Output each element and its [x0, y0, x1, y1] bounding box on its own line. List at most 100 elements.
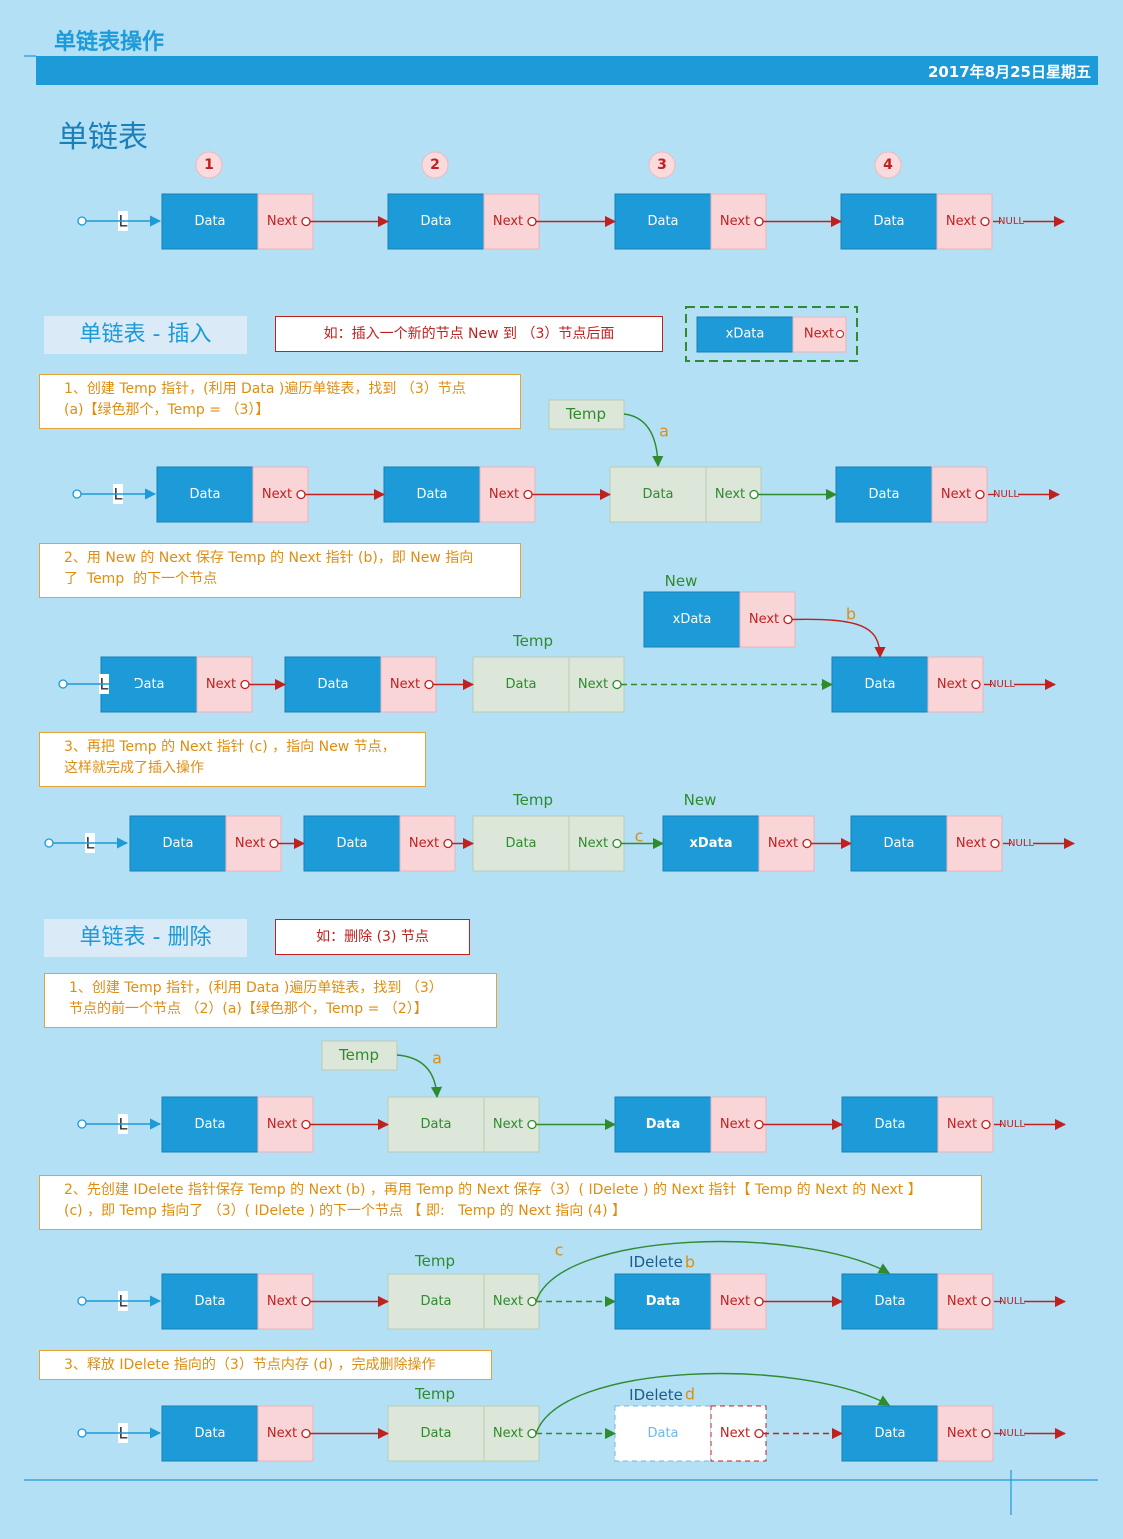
ins3-node-3-next-pointer	[612, 838, 622, 849]
del1-node-4-next-label: Next	[947, 1117, 977, 1132]
del2-node-1-next-label: Next	[267, 1294, 297, 1309]
del1-node-3-data-label: Data	[646, 1117, 681, 1132]
node-number-4: 4	[883, 157, 893, 173]
del1-node-1-next-pointer	[301, 1119, 311, 1130]
insert-step-1: 1、创建 Temp 指针，(利用 Data )遍历单链表，找到 （3）节点 (a…	[39, 374, 521, 429]
page-title: 单链表操作	[54, 30, 165, 55]
del1-node-3-data-cell	[614, 1096, 712, 1153]
del3-node-1-data-label: Data	[194, 1426, 225, 1441]
ins2-mark-b: b	[846, 605, 856, 624]
node-number-badge-3	[648, 151, 676, 179]
ins3-node-3-next-label: Next	[578, 836, 608, 851]
node-number-2: 2	[430, 157, 440, 173]
del2-node-1-data-label: Data	[194, 1294, 225, 1309]
row0-node-4-next-label: Next	[946, 214, 976, 229]
del1-node-1-data-label: Data	[194, 1117, 225, 1132]
row0-node-3-data-cell	[614, 193, 712, 250]
del2-node-2-next-label: Next	[493, 1294, 523, 1309]
del3-idelete-label: IDelete	[629, 1386, 683, 1404]
del2-node-3-data-cell	[614, 1273, 712, 1330]
ins2-new-next-arrow	[791, 618, 886, 659]
ins1-temp-box	[548, 399, 625, 430]
del3-null-label: NULL	[999, 1428, 1025, 1439]
ins2-node-1-next-label: Next	[206, 677, 236, 692]
ins3-node-2-next-pointer	[443, 838, 453, 849]
del3-node-3-next-label: Next	[720, 1426, 750, 1441]
del2-null-label: NULL	[999, 1296, 1025, 1307]
del1-node-4-data-label: Data	[874, 1117, 905, 1132]
del3-node-4-next-label: Next	[947, 1426, 977, 1441]
del1-node-1-data-cell	[161, 1096, 259, 1153]
del2-node-3-next-pointer	[754, 1296, 764, 1307]
row0-start-dot	[77, 216, 87, 226]
ins1-temp-arrow	[623, 413, 664, 468]
row0-node-2-next-label: Next	[493, 214, 523, 229]
insert-step-3: 3、再把 Temp 的 Next 指针 (c) ，指向 New 节点， 这样就完…	[39, 732, 426, 787]
row0-null-label: NULL	[998, 216, 1024, 227]
ins2-node-4-next-cell	[927, 656, 984, 713]
ins1-mark-a: a	[659, 422, 669, 441]
del1-temp-arrow	[396, 1054, 443, 1099]
ins1-node-1-next-pointer	[296, 489, 306, 500]
ins1-node-4-next-pointer	[975, 489, 985, 500]
ins3-node-4-next-label: Next	[956, 836, 986, 851]
del1-node-2-next-label: Next	[493, 1117, 523, 1132]
row0-node-2-next-pointer	[527, 216, 537, 227]
ins2-new-node-data-cell	[643, 591, 741, 648]
del2-node-1-data-cell	[161, 1273, 259, 1330]
row0-node-4-data-label: Data	[873, 214, 904, 229]
new-node-data-cell	[696, 316, 794, 353]
row0-node-4-next-pointer	[980, 216, 990, 227]
ins1-node-3-data-label: Data	[642, 487, 673, 502]
node-number-badge-2	[421, 151, 449, 179]
del2-node-1-next-pointer	[301, 1296, 311, 1307]
ins3-new-node-next-label: Next	[768, 836, 798, 851]
row0-node-3-next-pointer	[754, 216, 764, 227]
ins2-new-label: New	[665, 572, 698, 590]
ins2-new-node-data-label: xData	[673, 612, 712, 627]
del2-mark-c: c	[555, 1241, 564, 1260]
ins3-node-4-data-label: Data	[883, 836, 914, 851]
del2-skip-arrow	[535, 1240, 890, 1302]
del2-node-2-data-cell	[387, 1273, 485, 1330]
section-title-insert: 单链表 - 插入	[44, 316, 247, 354]
delete-step-3: 3、释放 IDelete 指向的（3）节点内存 (d) ，完成删除操作	[39, 1350, 492, 1380]
ins3-new-node-next-pointer	[802, 838, 812, 849]
ins1-node-4-next-label: Next	[941, 487, 971, 502]
del3-node-4-next-pointer	[981, 1428, 991, 1439]
ins3-node-1-data-cell	[129, 815, 227, 872]
ins1-node-1-data-label: Data	[189, 487, 220, 502]
del2-node-4-data-label: Data	[874, 1294, 905, 1309]
del3-node-2-data-label: Data	[420, 1426, 451, 1441]
del2-node-2-data-label: Data	[420, 1294, 451, 1309]
ins3-null-label: NULL	[1008, 838, 1034, 849]
ins2-node-4-data-label: Data	[864, 677, 895, 692]
del2-node-2-next-pointer	[527, 1296, 537, 1307]
ins2-node-3-next-pointer	[612, 679, 622, 690]
del3-node-4-data-cell	[841, 1405, 939, 1462]
del3-node-1-next-label: Next	[267, 1426, 297, 1441]
ins2-node-2-data-label: Data	[317, 677, 348, 692]
ins1-temp-label: Temp	[565, 405, 606, 423]
ins3-node-2-next-label: Next	[409, 836, 439, 851]
ins3-node-3-data-label: Data	[505, 836, 536, 851]
row0-node-4-data-cell	[840, 193, 938, 250]
del1-node-2-next-pointer	[527, 1119, 537, 1130]
del1-null-label: NULL	[999, 1119, 1025, 1130]
del2-node-4-next-label: Next	[947, 1294, 977, 1309]
del3-node-1-next-pointer	[301, 1428, 311, 1439]
new-node-next-label: Next	[804, 327, 834, 342]
row0-node-3-next-label: Next	[720, 214, 750, 229]
ins2-node-3-data-label: Data	[505, 677, 536, 692]
new-node-dashed-frame	[685, 306, 858, 362]
new-node-data-label: xData	[726, 327, 765, 342]
del3-start-dot	[77, 1428, 87, 1438]
del3-node-1-data-cell	[161, 1405, 259, 1462]
row0-node-1-next-pointer	[301, 216, 311, 227]
del1-node-2-data-label: Data	[420, 1117, 451, 1132]
node-number-badge-4	[874, 151, 902, 179]
ins2-node-4-next-label: Next	[937, 677, 967, 692]
del3-node-2-next-pointer	[527, 1428, 537, 1439]
ins3-new-node-data-label: xData	[690, 836, 733, 851]
